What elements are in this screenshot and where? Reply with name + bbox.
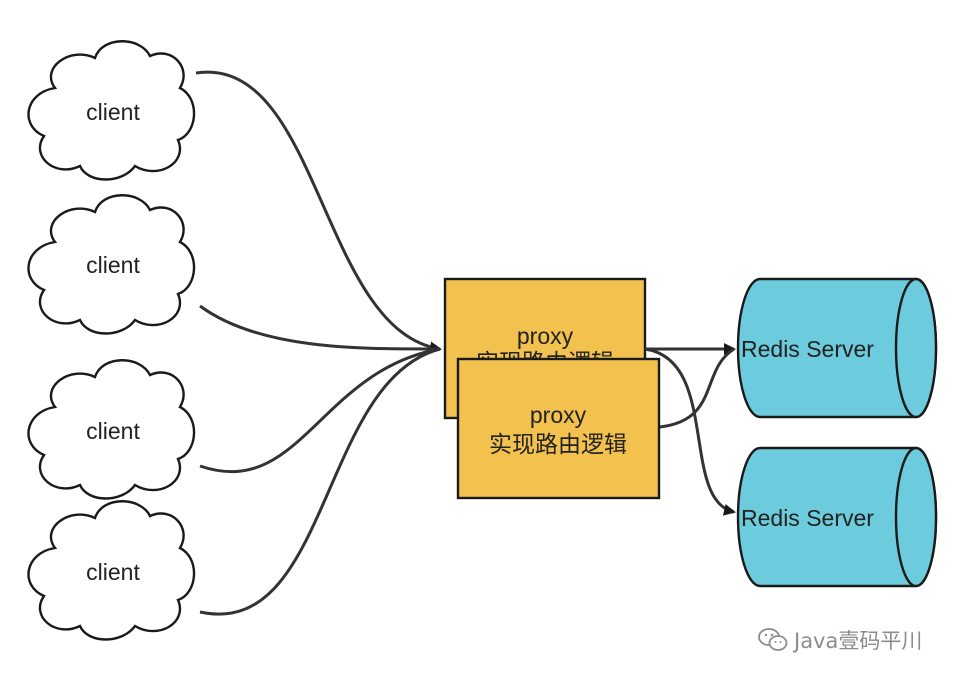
connector-client-4 bbox=[199, 347, 441, 616]
redis-server-label: Redis Server bbox=[741, 336, 874, 362]
client-label: client bbox=[86, 418, 140, 444]
connector-client-1 bbox=[195, 70, 442, 354]
client-label: client bbox=[86, 559, 140, 585]
proxy-title: proxy bbox=[517, 323, 574, 349]
client-label: client bbox=[86, 252, 140, 278]
client-node: client bbox=[27, 359, 196, 500]
proxy-node-front: proxy 实现路由逻辑 bbox=[456, 357, 661, 500]
client-node: client bbox=[27, 194, 196, 335]
wechat-icon bbox=[758, 628, 788, 651]
server-connectors bbox=[644, 343, 736, 516]
watermark-text: Java壹码平川 bbox=[794, 629, 923, 653]
redis-server-node: Redis Server bbox=[736, 446, 938, 588]
redis-server-label: Redis Server bbox=[741, 505, 874, 531]
connector-proxy-server-2 bbox=[644, 347, 736, 516]
client-node: client bbox=[27, 40, 196, 181]
connector-client-2 bbox=[199, 304, 441, 351]
client-connectors bbox=[195, 70, 442, 616]
proxy-title: proxy bbox=[530, 402, 587, 428]
connector-proxy2-server-1 bbox=[659, 347, 735, 429]
connector-client-3 bbox=[199, 347, 441, 474]
client-node: client bbox=[27, 500, 196, 641]
client-label: client bbox=[86, 99, 140, 125]
redis-server-node: Redis Server bbox=[736, 277, 938, 419]
watermark: Java壹码平川 bbox=[758, 625, 922, 655]
proxy-subtitle: 实现路由逻辑 bbox=[489, 432, 627, 458]
